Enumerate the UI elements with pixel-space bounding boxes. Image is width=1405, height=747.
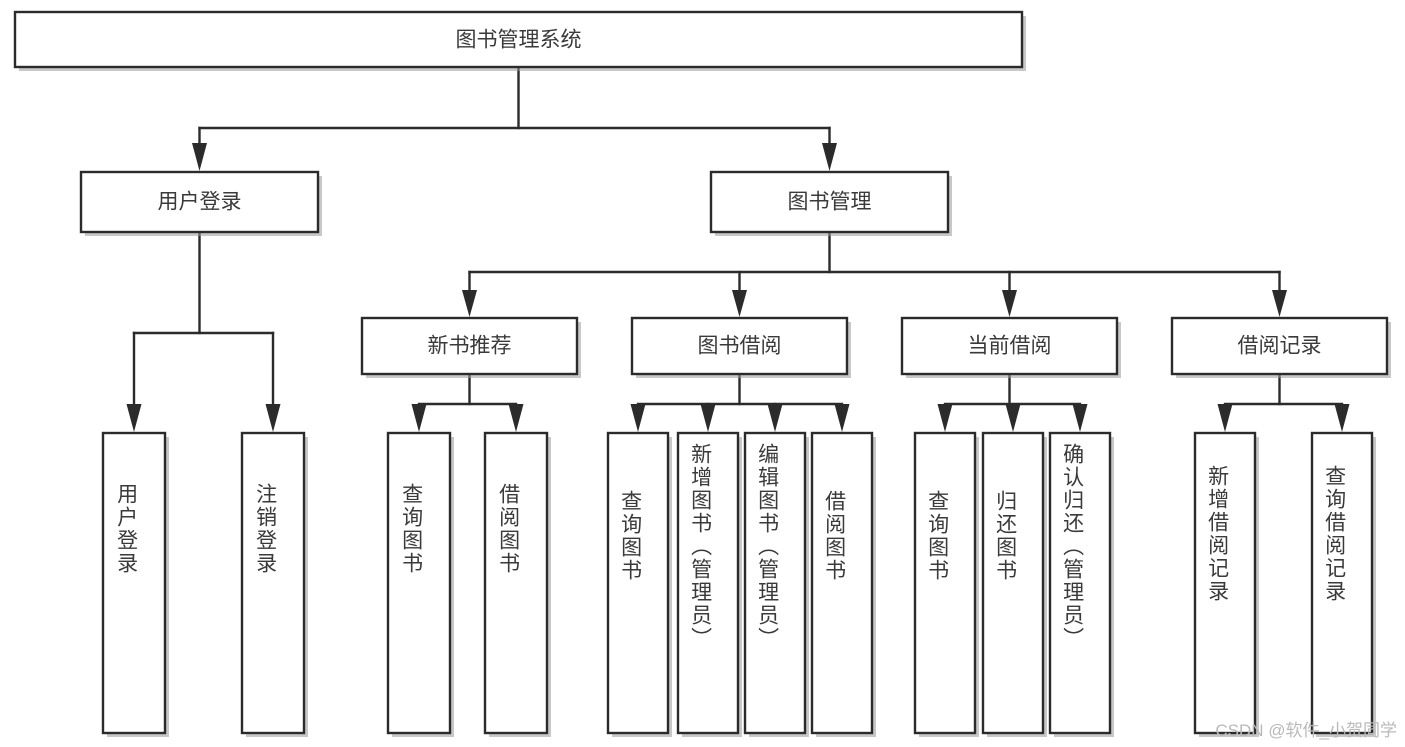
node-new-book-rec-label: 新书推荐 <box>428 335 512 358</box>
leaf-logout[interactable]: 注销登录 <box>240 431 308 737</box>
leaf-query-book-1[interactable]: 查询图书 <box>386 431 454 737</box>
leaf-return-book-box[interactable] <box>981 431 1045 735</box>
leaf-query-book-3-box[interactable] <box>913 431 977 735</box>
leaf-query-book-3-label: 查询图书 <box>926 490 950 582</box>
node-borrow-record-label: 借阅记录 <box>1238 335 1322 358</box>
node-current-borrow[interactable]: 当前借阅 <box>900 316 1121 378</box>
arrow-to-book-borrow <box>732 290 747 317</box>
node-user-login-label: 用户登录 <box>158 191 242 214</box>
leaf-query-book-2[interactable]: 查询图书 <box>606 431 672 737</box>
leaf-return-book-label: 归还图书 <box>994 490 1018 582</box>
leaf-borrow-book-2[interactable]: 借阅图书 <box>810 431 876 737</box>
arrow-to-current-borrow <box>1002 290 1017 317</box>
node-root-label: 图书管理系统 <box>456 29 582 52</box>
arrow-to-leaf-add-book <box>700 404 716 432</box>
leaf-user-login-label: 用户登录 <box>115 483 139 575</box>
arrow-to-leaf-query-record <box>1334 404 1350 432</box>
leaf-query-book-2-box[interactable] <box>606 431 670 735</box>
arrow-to-leaf-user-login <box>126 404 142 432</box>
arrow-to-leaf-edit-book <box>767 404 783 432</box>
leaf-query-book-2-label: 查询图书 <box>619 490 643 582</box>
arrow-to-leaf-add-record <box>1217 404 1233 432</box>
leaf-add-book[interactable]: 新增图书（管理员） <box>676 431 742 737</box>
leaf-edit-book-label: 编辑图书（管理员） <box>756 443 780 650</box>
node-borrow-record[interactable]: 借阅记录 <box>1170 316 1391 378</box>
leaf-logout-label: 注销登录 <box>254 483 278 575</box>
leaf-return-book[interactable]: 归还图书 <box>981 431 1047 737</box>
leaf-add-book-box[interactable] <box>676 431 740 735</box>
node-new-book-rec[interactable]: 新书推荐 <box>360 316 581 378</box>
arrow-to-leaf-query-book-1 <box>411 404 427 432</box>
arrow-to-leaf-borrow-book-1 <box>508 404 524 432</box>
leaf-borrow-book-2-label: 借阅图书 <box>823 490 847 582</box>
arrow-to-borrow-record <box>1272 290 1287 317</box>
node-new-book-rec-box[interactable] <box>360 316 579 376</box>
arrow-to-leaf-query-book-2 <box>630 404 646 432</box>
node-current-borrow-label: 当前借阅 <box>968 335 1052 358</box>
leaf-add-record[interactable]: 新增借阅记录 <box>1193 431 1259 737</box>
leaf-borrow-book-1[interactable]: 借阅图书 <box>483 431 551 737</box>
arrow-to-leaf-confirm-return <box>1072 404 1088 432</box>
leaf-query-book-3[interactable]: 查询图书 <box>913 431 979 737</box>
connectors <box>126 65 1350 432</box>
arrow-to-user-login <box>192 143 207 171</box>
node-root[interactable]: 图书管理系统 <box>13 10 1026 71</box>
leaf-add-record-box[interactable] <box>1193 431 1257 735</box>
leaf-query-book-1-box[interactable] <box>386 431 452 735</box>
node-book-manage[interactable]: 图书管理 <box>709 170 952 236</box>
arrow-to-new-book-rec <box>462 290 477 317</box>
node-book-borrow-label: 图书借阅 <box>698 335 782 358</box>
node-current-borrow-box[interactable] <box>900 316 1119 376</box>
leaf-borrow-book-2-box[interactable] <box>810 431 874 735</box>
leaf-user-login-box[interactable] <box>101 431 167 735</box>
leaf-add-record-label: 新增借阅记录 <box>1206 465 1230 603</box>
arrow-to-leaf-return-book <box>1005 404 1021 432</box>
node-book-manage-label: 图书管理 <box>788 191 872 214</box>
leaf-confirm-return-box[interactable] <box>1048 431 1112 735</box>
leaf-borrow-book-1-box[interactable] <box>483 431 549 735</box>
leaf-confirm-return[interactable]: 确认归还（管理员） <box>1048 431 1114 737</box>
leaf-user-login[interactable]: 用户登录 <box>101 431 169 737</box>
node-root-box[interactable] <box>13 10 1024 69</box>
leaf-query-record-label: 查询借阅记录 <box>1323 465 1347 603</box>
node-user-login-box[interactable] <box>79 170 320 234</box>
node-borrow-record-box[interactable] <box>1170 316 1389 376</box>
leaf-logout-box[interactable] <box>240 431 306 735</box>
leaf-borrow-book-1-label: 借阅图书 <box>497 483 521 575</box>
arrow-to-leaf-borrow-book-2 <box>834 404 850 432</box>
node-user-login[interactable]: 用户登录 <box>79 170 322 236</box>
arrow-to-book-manage <box>822 143 837 171</box>
arrow-to-leaf-query-book-3 <box>937 404 953 432</box>
arrow-to-leaf-logout <box>265 404 281 432</box>
leaf-add-book-label: 新增图书（管理员） <box>689 443 713 650</box>
leaf-edit-book-box[interactable] <box>743 431 807 735</box>
leaf-edit-book[interactable]: 编辑图书（管理员） <box>743 431 809 737</box>
leaf-query-record-box[interactable] <box>1310 431 1374 735</box>
node-book-borrow-box[interactable] <box>630 316 849 376</box>
leaf-confirm-return-label: 确认归还（管理员） <box>1061 443 1085 650</box>
leaf-query-record[interactable]: 查询借阅记录 <box>1310 431 1376 737</box>
node-book-borrow[interactable]: 图书借阅 <box>630 316 851 378</box>
leaf-query-book-1-label: 查询图书 <box>400 483 424 575</box>
node-book-manage-box[interactable] <box>709 170 950 234</box>
